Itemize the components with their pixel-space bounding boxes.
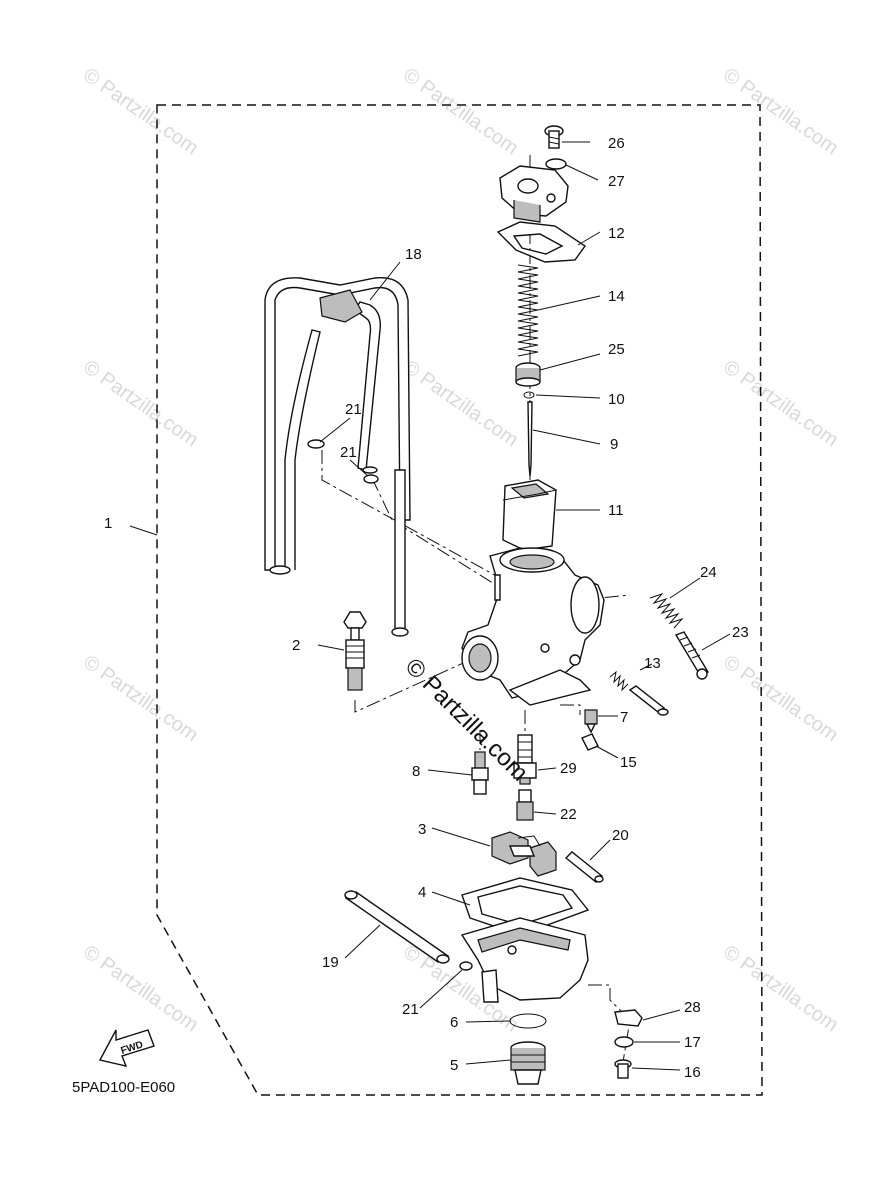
callout-11: 11 (608, 502, 624, 519)
watermark-9: © Partzilla.com (79, 941, 202, 1036)
part-gasket-12 (496, 221, 586, 263)
part-float-3 (491, 831, 557, 877)
part-washer-17 (614, 1036, 634, 1048)
callout-25: 25 (608, 341, 625, 358)
part-screw-23 (674, 631, 710, 680)
part-screw-16 (614, 1059, 632, 1079)
callout-28: 28 (684, 999, 701, 1016)
callout-5: 5 (450, 1057, 458, 1074)
callout-21a: 21 (345, 401, 362, 418)
part-spring-14 (517, 264, 539, 357)
part-float-bowl (460, 917, 589, 1003)
callout-12: 12 (608, 225, 625, 242)
callout-22: 22 (560, 806, 577, 823)
callout-4: 4 (418, 884, 426, 901)
part-needle-valve-7 (584, 709, 598, 734)
part-hose-clip-21b (363, 474, 379, 484)
part-drain-plug-5 (510, 1041, 546, 1085)
watermarks: © Partzilla.com © Partzilla.com © Partzi… (79, 64, 842, 1036)
part-main-jet-22 (516, 789, 534, 821)
callout-18: 18 (405, 246, 422, 263)
watermark-3: © Partzilla.com (719, 64, 842, 159)
fwd-arrow-icon: FWD (98, 1029, 155, 1067)
callout-6: 6 (450, 1014, 458, 1031)
callout-23: 23 (732, 624, 749, 641)
diagram-code: 5PAD100-E060 (72, 1079, 175, 1096)
callout-3: 3 (418, 821, 426, 838)
part-starter-plunger-2 (343, 611, 367, 691)
part-throttle-valve-11 (502, 479, 557, 551)
part-float-pin-20 (564, 851, 604, 883)
part-clip-15 (581, 733, 599, 751)
callout-8: 8 (412, 763, 420, 780)
part-top-cover (499, 165, 569, 223)
part-screw-26 (544, 125, 564, 149)
callout-7: 7 (620, 709, 628, 726)
callout-24: 24 (700, 564, 717, 581)
part-pilot-screw-13 (609, 670, 669, 716)
leader-lines (129, 141, 731, 1071)
part-needle-9 (527, 401, 533, 477)
part-clip-10 (523, 391, 535, 399)
watermark-6: © Partzilla.com (719, 356, 842, 451)
part-overflow-hose-19 (344, 890, 450, 964)
part-washer-27 (545, 158, 567, 170)
part-float-bowl-gasket-4 (461, 877, 590, 936)
watermark-5: © Partzilla.com (399, 356, 522, 451)
watermark-8: © Partzilla.com (719, 651, 842, 746)
callout-17: 17 (684, 1034, 701, 1051)
callout-19: 19 (322, 954, 339, 971)
callout-26: 26 (608, 135, 625, 152)
assembly-boundary (156, 104, 763, 1096)
part-spring-24 (649, 592, 684, 629)
part-bracket-28 (614, 1009, 643, 1027)
part-hose-clip-21c (459, 961, 473, 971)
watermark-7: © Partzilla.com (79, 651, 202, 746)
callout-14: 14 (608, 288, 625, 305)
watermark-11: © Partzilla.com (719, 941, 842, 1036)
callout-20: 20 (612, 827, 629, 844)
part-vent-hoses-18 (264, 276, 411, 637)
callout-16: 16 (684, 1064, 701, 1081)
callout-13: 13 (644, 655, 661, 672)
callout-10: 10 (608, 391, 625, 408)
callout-9: 9 (610, 436, 618, 453)
callout-21c: 21 (402, 1001, 419, 1018)
callout-27: 27 (608, 173, 625, 190)
watermark-2: © Partzilla.com (399, 64, 522, 159)
watermark-4: © Partzilla.com (79, 356, 202, 451)
part-starter-jet-8 (471, 751, 489, 795)
part-carburetor-body (461, 547, 605, 706)
callout-29: 29 (560, 760, 577, 777)
callout-labels: 26 27 12 14 25 10 9 11 24 23 18 21 21 1 … (104, 135, 749, 1081)
watermark-1: © Partzilla.com (79, 64, 202, 159)
callout-21b: 21 (340, 444, 357, 461)
callout-2: 2 (292, 637, 300, 654)
callout-1: 1 (104, 515, 112, 532)
part-needle-jet-29 (513, 734, 537, 785)
part-retainer-25 (515, 362, 541, 387)
callout-15: 15 (620, 754, 637, 771)
